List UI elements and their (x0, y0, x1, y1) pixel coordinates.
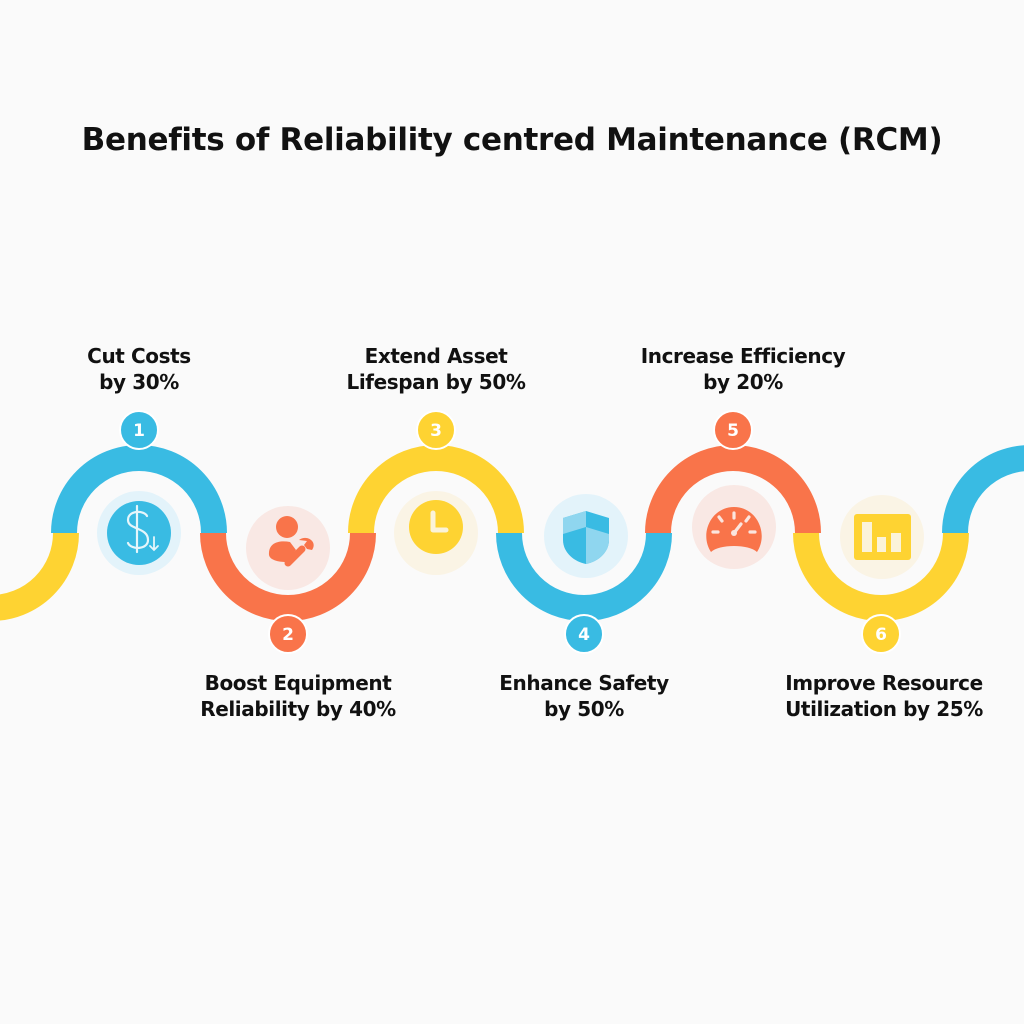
wave-segment-6 (793, 532, 969, 621)
step-badge-1: 1 (119, 410, 159, 450)
step-label-6: Improve Resource Utilization by 25% (754, 670, 1014, 722)
step-label-2: Boost Equipment Reliability by 40% (168, 670, 428, 722)
user-wrench-icon (246, 506, 330, 590)
wave-segment-1 (51, 445, 227, 534)
shield-icon (544, 494, 628, 578)
svg-text:2: 2 (282, 625, 294, 645)
wave-segment-2 (200, 532, 376, 621)
step-label-1-line2: by 30% (99, 370, 179, 394)
step-label-2-line1: Boost Equipment (204, 671, 392, 695)
step-label-3-line1: Extend Asset (364, 344, 508, 368)
step-label-6-line1: Improve Resource (785, 671, 983, 695)
speedometer-icon (692, 485, 776, 569)
step-badge-5: 5 (713, 410, 753, 450)
step-badge-3: 3 (416, 410, 456, 450)
bar-chart-icon (840, 495, 924, 579)
svg-text:1: 1 (133, 421, 145, 441)
wave-segment-trail (942, 445, 1024, 534)
svg-text:3: 3 (430, 421, 442, 441)
step-label-3: Extend Asset Lifespan by 50% (306, 343, 566, 395)
dollar-down-icon (97, 491, 181, 575)
wave-segment-5 (645, 445, 821, 534)
step-label-5-line1: Increase Efficiency (640, 344, 846, 368)
step-badge-2: 2 (268, 614, 308, 654)
step-label-4: Enhance Safety by 50% (454, 670, 714, 722)
step-label-3-line2: Lifespan by 50% (346, 370, 526, 394)
step-label-4-line2: by 50% (544, 697, 624, 721)
step-label-5-line2: by 20% (703, 370, 783, 394)
clock-icon (394, 491, 478, 575)
svg-text:6: 6 (875, 625, 887, 645)
wave-segment-4 (496, 532, 672, 621)
step-label-6-line2: Utilization by 25% (785, 697, 983, 721)
svg-text:4: 4 (578, 625, 590, 645)
svg-text:5: 5 (727, 421, 739, 441)
step-label-1: Cut Costs by 30% (9, 343, 269, 395)
step-label-2-line2: Reliability by 40% (200, 697, 396, 721)
step-label-4-line1: Enhance Safety (499, 671, 669, 695)
wave-segment-3 (348, 445, 524, 534)
step-badge-6: 6 (861, 614, 901, 654)
page-title: Benefits of Reliability centred Maintena… (81, 122, 943, 158)
step-badge-4: 4 (564, 614, 604, 654)
step-label-5: Increase Efficiency by 20% (613, 343, 873, 395)
wave-segment-lead (0, 532, 79, 621)
step-label-1-line1: Cut Costs (87, 344, 191, 368)
